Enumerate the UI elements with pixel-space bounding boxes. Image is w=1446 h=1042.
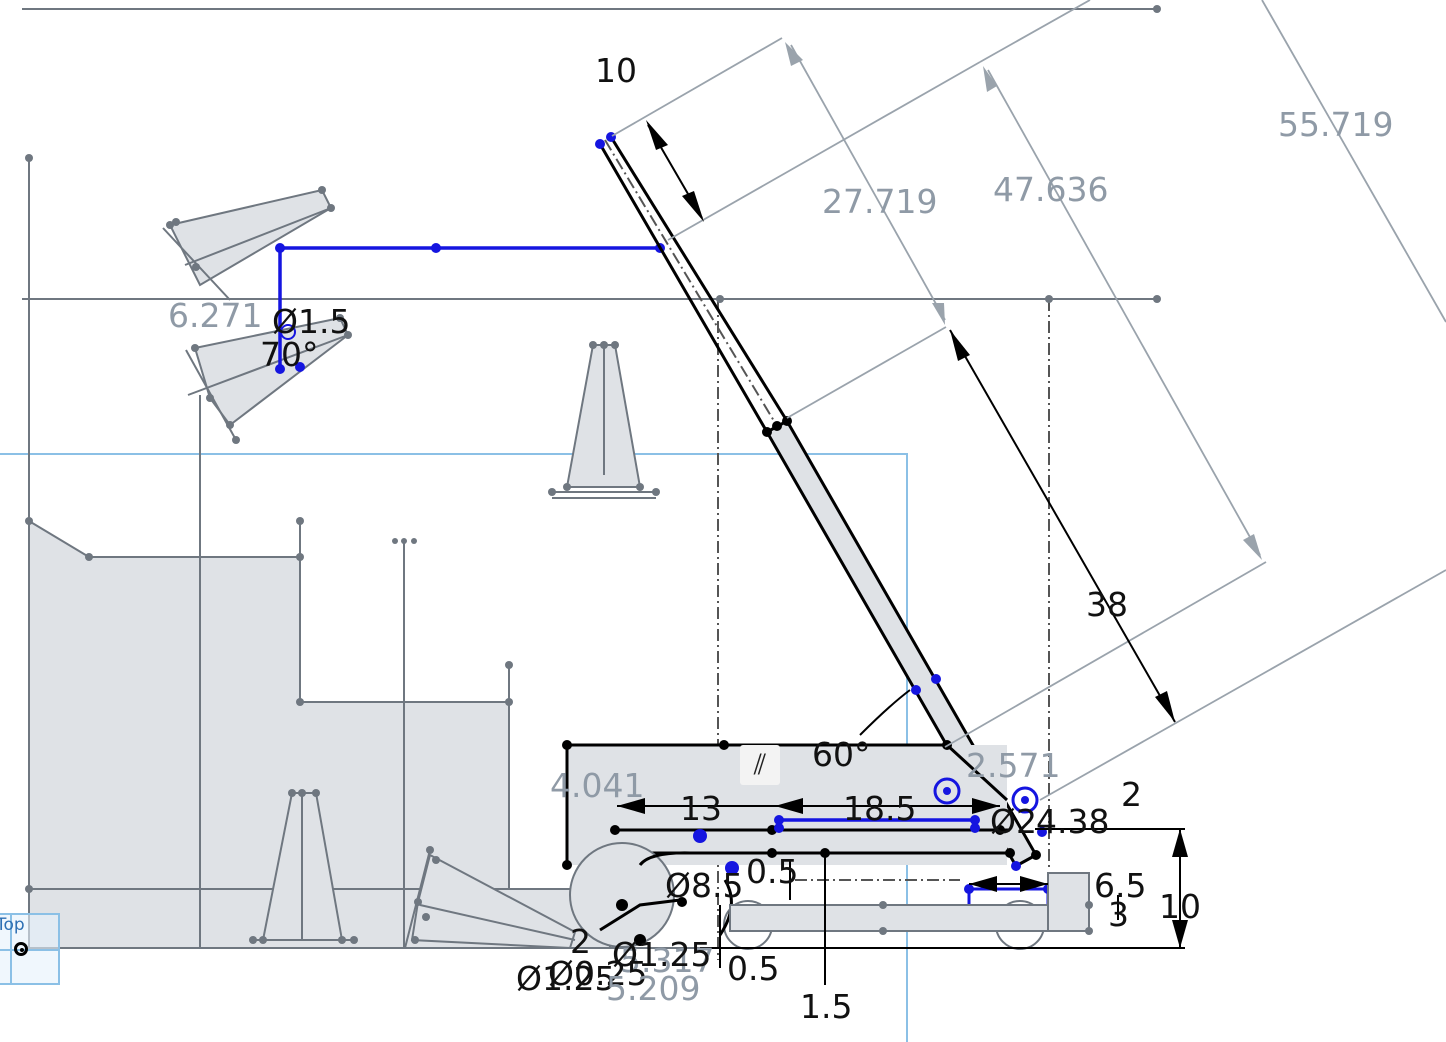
dim-top-offset[interactable]: 10	[595, 51, 637, 90]
dim-len-18-5[interactable]: 18.5	[843, 789, 916, 828]
dim-val-65[interactable]: 6.5	[1094, 866, 1146, 905]
dim-angled-27[interactable]: 27.719	[822, 182, 937, 221]
dim-angle-70[interactable]: 70°	[260, 335, 319, 374]
dim-val-05b[interactable]: 0.5	[727, 949, 779, 988]
dim-val-438[interactable]: 4.38	[1036, 802, 1109, 841]
dim-small-dia[interactable]: Ø1.5	[272, 302, 350, 341]
dim-upper-left[interactable]: 6.271	[168, 296, 262, 335]
parallel-constraint-icon[interactable]: ⫽	[740, 745, 780, 785]
dim-grey-5209[interactable]: 5.209	[606, 969, 700, 1008]
joint-marker-left[interactable]	[933, 777, 961, 805]
dim-val-05a[interactable]: 0.5	[746, 852, 798, 891]
fan-shape-lower	[410, 853, 577, 950]
dim-grey-5317[interactable]: 5.317	[620, 941, 714, 980]
dim-height-10[interactable]: 10	[1159, 887, 1201, 926]
dim-angle-60[interactable]: 60°	[812, 735, 871, 774]
dim-dia-125b[interactable]: Ø1.25	[516, 959, 615, 998]
dim-angled-55[interactable]: 55.719	[1278, 105, 1393, 144]
origin-icon	[14, 942, 28, 956]
view-cube-label: Top	[0, 915, 25, 935]
dim-dia-025[interactable]: Ø0.25	[548, 954, 647, 993]
dim-angled-47[interactable]: 47.636	[993, 170, 1108, 209]
dim-len-13[interactable]: 13	[680, 789, 722, 828]
joint-marker-right[interactable]	[1011, 786, 1039, 814]
view-cube[interactable]: Top	[0, 913, 60, 985]
lower-rail	[729, 904, 1090, 932]
fan-shape-top	[168, 188, 333, 287]
dim-val-15[interactable]: 1.5	[800, 987, 852, 1026]
dim-dia-2[interactable]: Ø2	[990, 802, 1037, 841]
dim-dia-85[interactable]: Ø8.5	[665, 866, 743, 905]
dim-val-2[interactable]: 2	[1121, 775, 1142, 814]
dim-val-3[interactable]: 3	[1108, 895, 1129, 934]
dim-length-38[interactable]: 38	[1086, 585, 1128, 624]
dim-grey-2571[interactable]: 2.571	[966, 746, 1060, 785]
dim-val-2b[interactable]: 2	[570, 922, 591, 961]
base-region	[28, 519, 510, 890]
wheel-large[interactable]	[569, 842, 675, 948]
dim-grey-4041[interactable]: 4.041	[550, 766, 644, 805]
dim-dia-125a[interactable]: Ø1.25	[612, 935, 711, 974]
